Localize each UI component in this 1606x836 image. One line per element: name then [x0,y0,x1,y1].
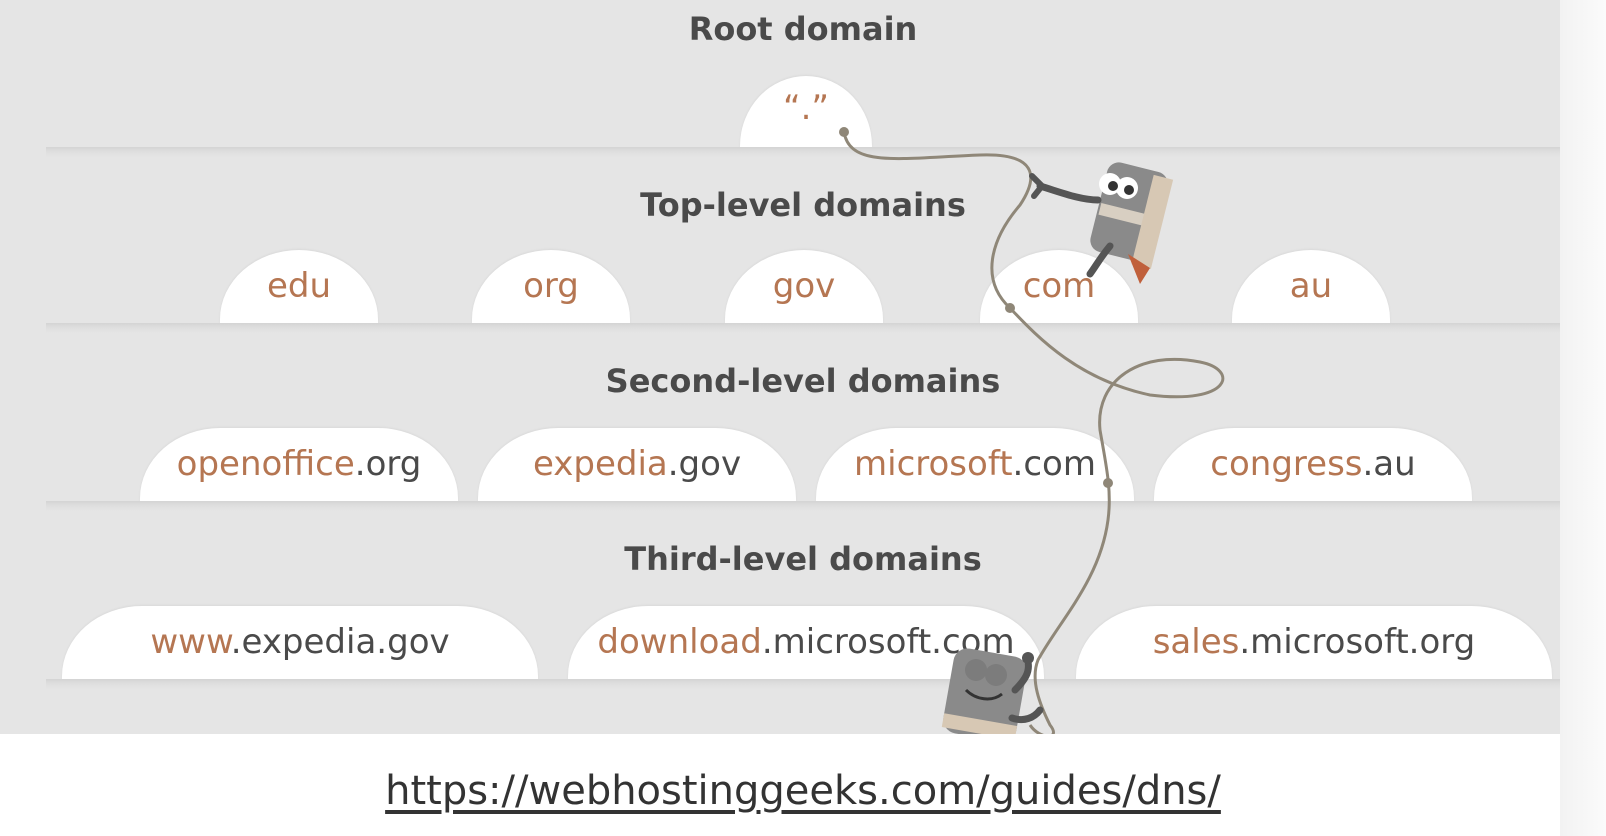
third-label: www.expedia.gov [150,622,450,662]
tld-label: edu [266,266,332,306]
shelf-divider [46,501,1566,511]
sld-label: microsoft.com [854,444,1096,484]
dns-hierarchy-diagram: Root domain “.” Top-level domains edu or… [0,0,1606,734]
tld-label: com [1022,266,1096,306]
sld-label: expedia.gov [532,444,742,484]
top-level-domains-title: Top-level domains [640,186,966,224]
shelf-divider [46,147,1566,157]
root-domain-title: Root domain [688,10,918,48]
tld-label: org [523,266,579,306]
tld-label: gov [772,266,836,306]
third-level-domains-title: Third-level domains [624,540,982,578]
source-link[interactable]: https://webhostinggeeks.com/guides/dns/ [385,768,1221,814]
rope-path [842,131,1225,734]
sld-label: openoffice.org [176,444,422,484]
sld-pill-expedia: expedia.gov [478,428,796,502]
rope-knot [1005,303,1015,313]
waving-character-icon [941,648,1044,734]
tld-label: au [1289,266,1333,306]
sld-label: congress.au [1210,444,1416,484]
sld-pill-congress: congress.au [1154,428,1472,502]
rope-and-characters [839,127,1225,734]
rope-knot [839,127,849,137]
page-edge [1560,0,1606,836]
third-pill-www: www.expedia.gov [62,606,538,680]
rope-knot [1103,478,1113,488]
third-pill-sales: sales.microsoft.org [1076,606,1552,680]
second-level-domains-title: Second-level domains [605,362,1001,400]
climbing-character-icon [1029,162,1174,284]
sld-pill-microsoft: microsoft.com [816,428,1134,502]
root-domain-label: “.” [782,88,830,128]
shelf-divider [46,323,1566,333]
third-label: sales.microsoft.org [1152,622,1476,662]
sld-pill-openoffice: openoffice.org [140,428,458,502]
shelf-divider [46,679,1566,689]
root-domain-pill: “.” [740,76,872,148]
